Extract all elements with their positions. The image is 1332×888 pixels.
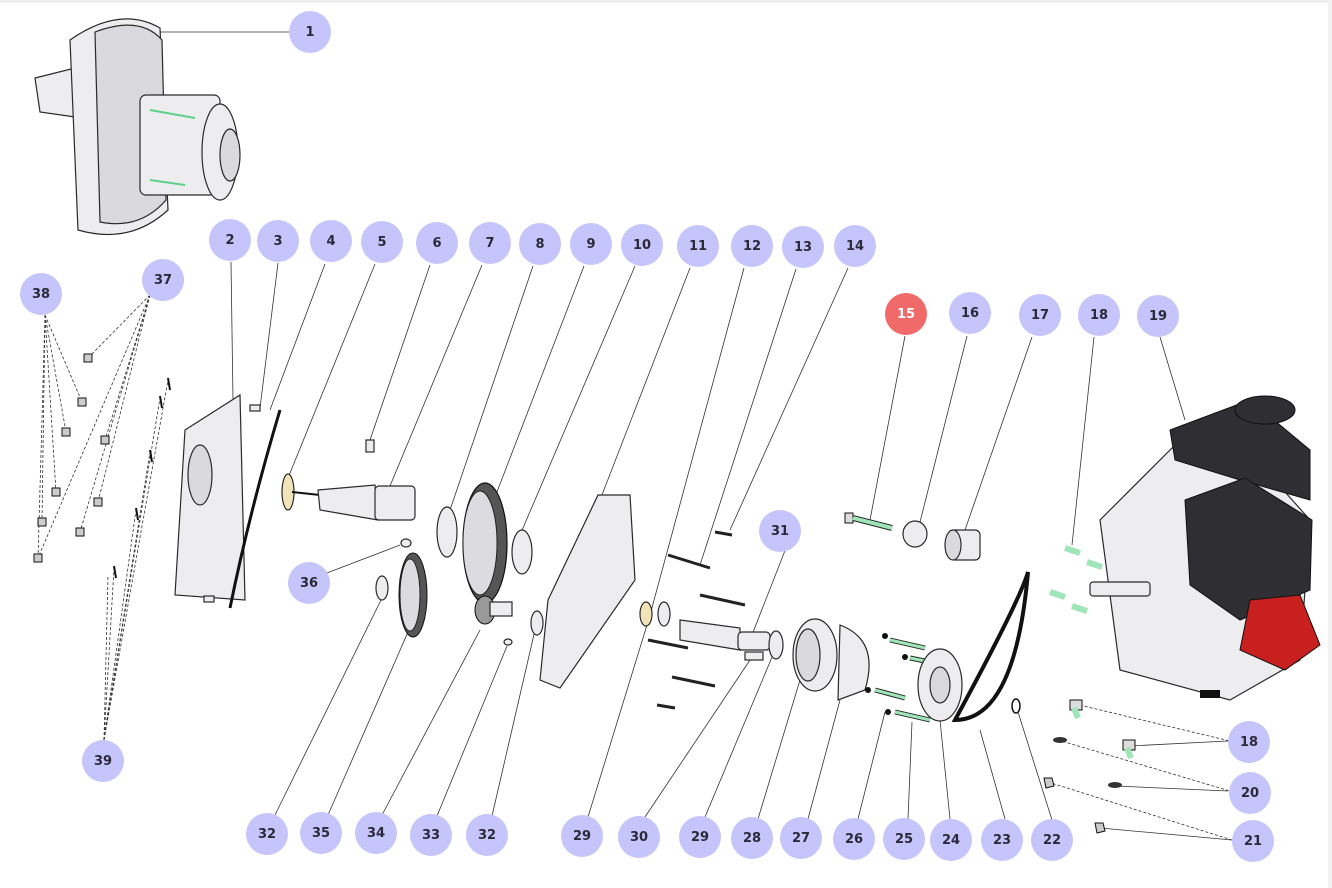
callout-39[interactable]: 39 bbox=[82, 740, 124, 782]
callout-24[interactable]: 24 bbox=[930, 819, 972, 861]
engine-bolts-part bbox=[1049, 545, 1103, 614]
callout-31[interactable]: 31 bbox=[759, 510, 801, 552]
callout-26[interactable]: 26 bbox=[833, 818, 875, 860]
retainer-part bbox=[400, 538, 412, 548]
callout-37[interactable]: 37 bbox=[142, 259, 184, 301]
drive-belt-part bbox=[951, 571, 1030, 723]
gearbox-assembly-part bbox=[34, 18, 241, 236]
callout-19[interactable]: 19 bbox=[1137, 295, 1179, 337]
callout-14[interactable]: 14 bbox=[834, 225, 876, 267]
callout-32-right[interactable]: 32 bbox=[466, 814, 508, 856]
output-shaft-part bbox=[291, 484, 416, 521]
seal-part bbox=[639, 601, 653, 627]
callout-32-left[interactable]: 32 bbox=[246, 813, 288, 855]
drive-pinion-part bbox=[474, 595, 513, 625]
lower-hardware-part bbox=[1043, 699, 1136, 834]
seal-part bbox=[768, 630, 784, 660]
callout-30[interactable]: 30 bbox=[618, 816, 660, 858]
gear-case-part bbox=[539, 494, 636, 689]
callout-6[interactable]: 6 bbox=[416, 222, 458, 264]
callout-17[interactable]: 17 bbox=[1019, 294, 1061, 336]
callout-4[interactable]: 4 bbox=[310, 220, 352, 262]
page-right-border bbox=[1328, 0, 1332, 888]
dowel-pin-part bbox=[203, 595, 215, 603]
bearing-part bbox=[511, 529, 533, 575]
dowel-pin-part bbox=[249, 404, 261, 412]
callout-22[interactable]: 22 bbox=[1031, 819, 1073, 861]
callout-33[interactable]: 33 bbox=[410, 814, 452, 856]
callout-36[interactable]: 36 bbox=[288, 562, 330, 604]
callout-15-selected[interactable]: 15 bbox=[885, 293, 927, 335]
callout-10[interactable]: 10 bbox=[621, 224, 663, 266]
bearing-part bbox=[375, 575, 389, 601]
callout-28[interactable]: 28 bbox=[731, 817, 773, 859]
leader-lines bbox=[37, 31, 1233, 841]
clutch-drum-part bbox=[792, 618, 838, 692]
callout-7[interactable]: 7 bbox=[469, 222, 511, 264]
callout-1[interactable]: 1 bbox=[289, 11, 331, 53]
callout-27[interactable]: 27 bbox=[780, 817, 822, 859]
callout-23[interactable]: 23 bbox=[981, 819, 1023, 861]
callout-18-lower[interactable]: 18 bbox=[1228, 721, 1270, 763]
callout-35[interactable]: 35 bbox=[300, 812, 342, 854]
callout-13[interactable]: 13 bbox=[782, 226, 824, 268]
callout-9[interactable]: 9 bbox=[570, 223, 612, 265]
housing-cover-part bbox=[174, 393, 246, 601]
callout-11[interactable]: 11 bbox=[677, 225, 719, 267]
gasket-part bbox=[228, 409, 282, 609]
pinion-gear-part bbox=[398, 552, 428, 638]
input-shaft-part bbox=[679, 619, 771, 651]
pulley-part bbox=[917, 648, 963, 722]
callout-3[interactable]: 3 bbox=[257, 220, 299, 262]
callout-18-upper[interactable]: 18 bbox=[1078, 294, 1120, 336]
bearing-part bbox=[530, 610, 544, 636]
long-bolt-part bbox=[844, 512, 893, 531]
callout-34[interactable]: 34 bbox=[355, 812, 397, 854]
key-part bbox=[744, 651, 764, 661]
callout-16[interactable]: 16 bbox=[949, 292, 991, 334]
callout-8[interactable]: 8 bbox=[519, 223, 561, 265]
callout-29-right[interactable]: 29 bbox=[679, 816, 721, 858]
callout-38[interactable]: 38 bbox=[20, 273, 62, 315]
callout-12[interactable]: 12 bbox=[731, 225, 773, 267]
seal-part bbox=[657, 601, 671, 627]
page-top-border bbox=[0, 0, 1332, 3]
hub-part bbox=[944, 529, 981, 561]
callout-20[interactable]: 20 bbox=[1229, 772, 1271, 814]
pin-set-part bbox=[865, 633, 946, 723]
callout-21[interactable]: 21 bbox=[1232, 820, 1274, 862]
retaining-ring-part bbox=[1011, 698, 1021, 714]
small-hardware-part bbox=[33, 353, 171, 579]
callout-2[interactable]: 2 bbox=[209, 219, 251, 261]
callout-29-left[interactable]: 29 bbox=[561, 815, 603, 857]
callout-25[interactable]: 25 bbox=[883, 818, 925, 860]
spacer-part bbox=[902, 520, 928, 548]
bearing-part bbox=[436, 506, 458, 558]
clutch-plate-part bbox=[837, 624, 870, 701]
small-ring-part bbox=[503, 638, 513, 646]
callout-5[interactable]: 5 bbox=[361, 221, 403, 263]
engine-part bbox=[1089, 395, 1321, 701]
large-gear-part bbox=[462, 482, 508, 604]
bolt-set-part bbox=[647, 530, 746, 710]
key-part bbox=[365, 439, 375, 453]
